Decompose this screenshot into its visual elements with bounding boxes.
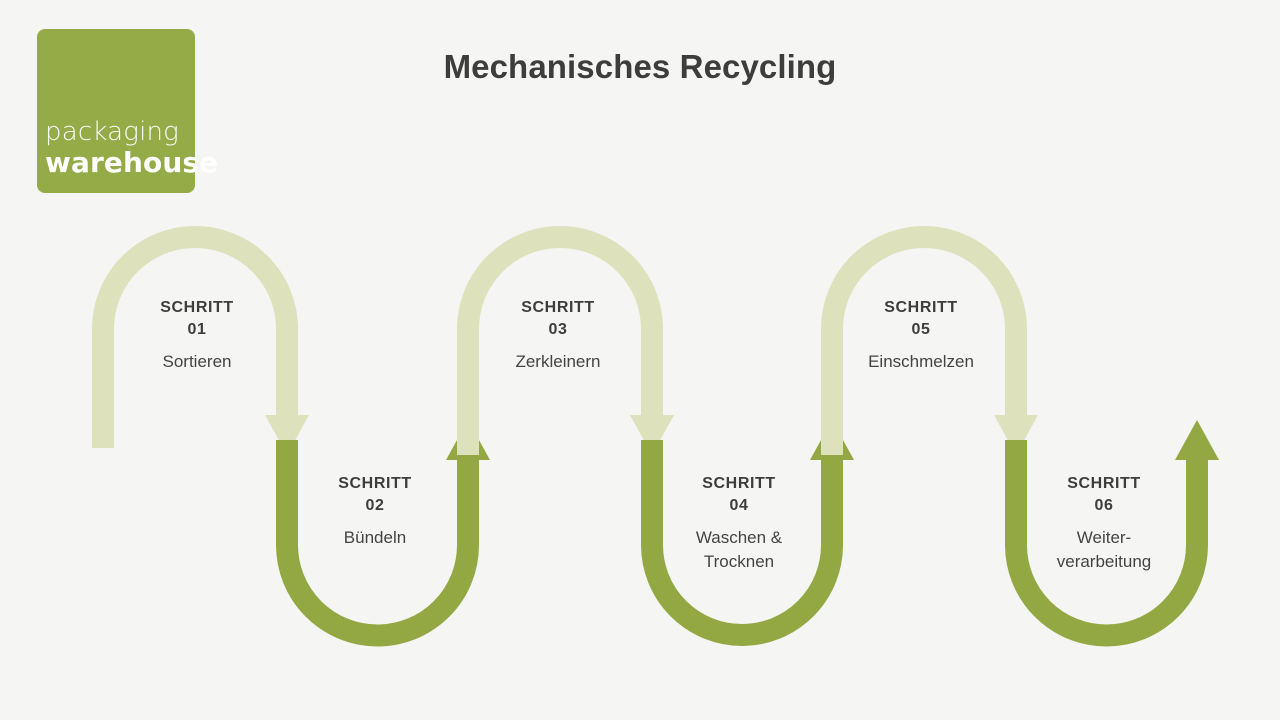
step-06-label-line2: verarbeitung	[1056, 552, 1152, 571]
step-03-number: 03	[548, 321, 568, 338]
step-06-label-line1: Weiter-	[1076, 528, 1132, 547]
arc-top-3	[821, 226, 1038, 455]
step-02-kicker: SCHRITT	[338, 475, 412, 492]
step-03-kicker: SCHRITT	[521, 299, 595, 316]
step-04-label: Waschen & Trocknen	[644, 526, 834, 574]
step-03-label: Zerkleinern	[515, 352, 601, 371]
step-01-label: Sortieren	[162, 352, 232, 371]
process-step-06: SCHRITT 06 Weiter- verarbeitung	[1009, 473, 1199, 574]
step-05-kicker: SCHRITT	[884, 299, 958, 316]
arc-top-1	[92, 226, 309, 455]
page-title: Mechanisches Recycling	[443, 48, 837, 85]
process-step-01: SCHRITT 01 Sortieren	[102, 297, 292, 374]
process-step-03: SCHRITT 03 Zerkleinern	[463, 297, 653, 374]
step-01-kicker: SCHRITT	[160, 299, 234, 316]
logo-text-packaging: packaging	[45, 117, 179, 147]
step-05-label: Einschmelzen	[868, 352, 974, 371]
step-04-label-line2: Trocknen	[703, 552, 775, 571]
step-06-label: Weiter- verarbeitung	[1009, 526, 1199, 574]
step-02-label: Bündeln	[343, 528, 407, 547]
step-06-number: 06	[1094, 497, 1114, 514]
step-01-number: 01	[187, 321, 207, 338]
step-04-label-line1: Waschen &	[695, 528, 783, 547]
process-step-05: SCHRITT 05 Einschmelzen	[826, 297, 1016, 374]
step-04-kicker: SCHRITT	[702, 475, 776, 492]
step-06-kicker: SCHRITT	[1067, 475, 1141, 492]
step-05-number: 05	[911, 321, 931, 338]
process-step-04: SCHRITT 04 Waschen & Trocknen	[644, 473, 834, 574]
arc-top-2	[457, 226, 674, 455]
process-step-02: SCHRITT 02 Bündeln	[280, 473, 470, 550]
brand-logo: packaging warehouse	[37, 29, 218, 193]
step-04-number: 04	[729, 497, 749, 514]
step-02-number: 02	[365, 497, 385, 514]
logo-text-warehouse: warehouse	[45, 146, 219, 179]
arc-bottom-3	[1005, 420, 1219, 647]
